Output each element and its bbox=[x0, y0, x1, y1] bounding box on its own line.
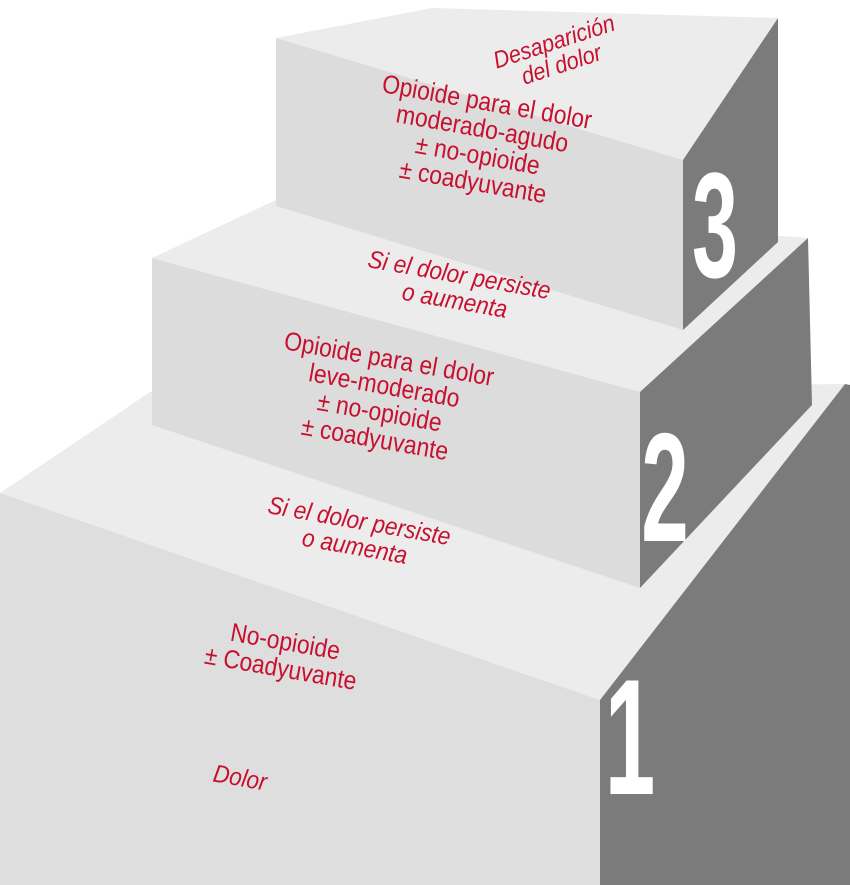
step-3-side-face bbox=[683, 18, 778, 330]
step-1-front-face bbox=[0, 493, 600, 885]
step-2-number: 2 bbox=[641, 401, 689, 574]
step-2-side-face bbox=[640, 238, 812, 588]
step-3-number: 3 bbox=[692, 141, 738, 309]
step-3-front-face bbox=[276, 38, 683, 330]
step-1-number: 1 bbox=[604, 645, 656, 829]
step-1-side-face bbox=[600, 384, 850, 885]
step-3-top-face bbox=[276, 8, 778, 160]
step-2-front-face bbox=[152, 258, 640, 588]
